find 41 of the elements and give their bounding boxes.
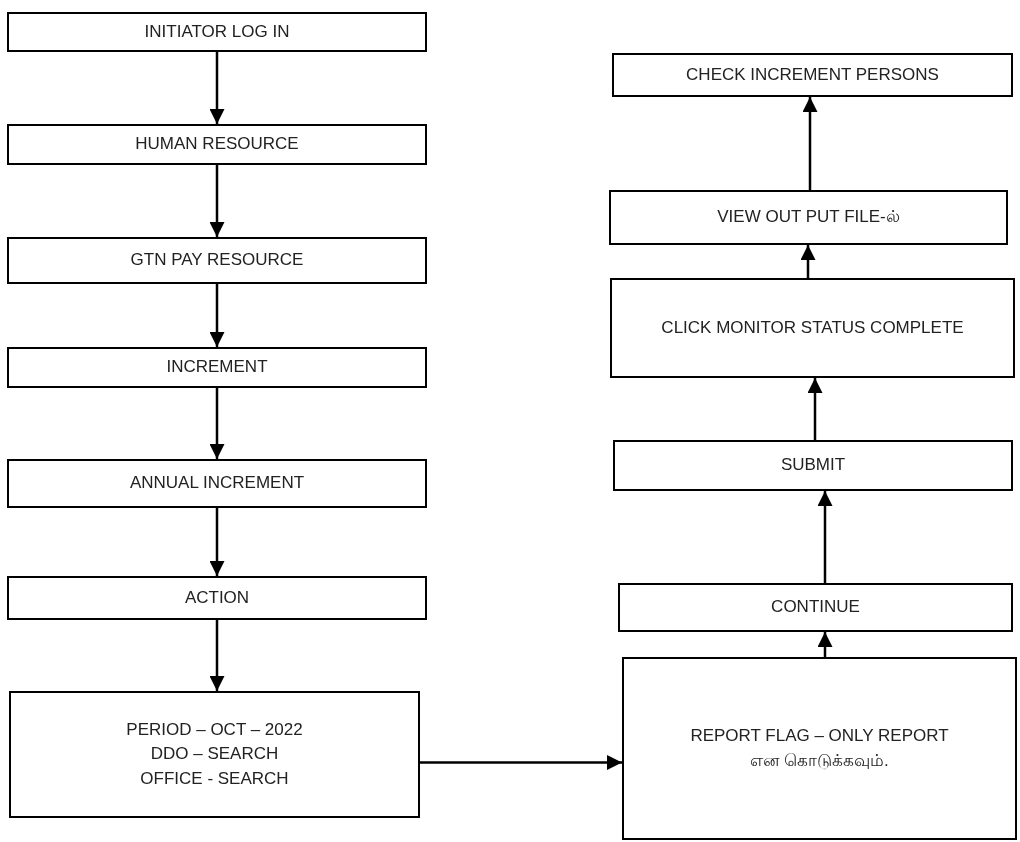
- box-label: ANNUAL INCREMENT: [129, 472, 305, 495]
- arrow: [420, 755, 622, 770]
- process-box: [612, 53, 1013, 97]
- arrow: [209, 620, 225, 691]
- box-label: என கொடுக்கவும்.: [750, 749, 889, 772]
- box-label: INITIATOR LOG IN: [144, 20, 290, 43]
- box-label: GTN PAY RESOURCE: [130, 249, 304, 272]
- process-box: [618, 583, 1013, 632]
- arrow: [802, 97, 818, 190]
- arrow: [209, 388, 225, 459]
- box-label: CHECK INCREMENT PERSONS: [686, 63, 939, 86]
- process-box: [7, 124, 427, 165]
- arrow: [209, 165, 225, 237]
- process-box: [9, 691, 420, 818]
- process-box: [609, 190, 1008, 245]
- box-label: PERIOD – OCT – 2022: [126, 718, 303, 741]
- arrow: [817, 491, 833, 583]
- arrow: [817, 632, 833, 657]
- box-label: CONTINUE: [771, 596, 860, 619]
- box-label: REPORT FLAG – ONLY REPORT: [690, 724, 949, 747]
- process-box: [610, 278, 1015, 378]
- process-box: [7, 459, 427, 508]
- process-box: [7, 237, 427, 284]
- process-box: [7, 576, 427, 620]
- process-box: [622, 657, 1017, 840]
- arrow: [800, 245, 816, 278]
- process-box: [7, 347, 427, 388]
- box-label: SUBMIT: [780, 454, 846, 477]
- process-box: [7, 12, 427, 52]
- box-label: HUMAN RESOURCE: [135, 133, 299, 156]
- box-label: DDO – SEARCH: [150, 743, 279, 766]
- box-label: CLICK MONITOR STATUS COMPLETE: [661, 316, 964, 339]
- arrow: [209, 284, 225, 347]
- arrow: [209, 52, 225, 124]
- box-label: ACTION: [184, 586, 250, 609]
- process-box: [613, 440, 1013, 491]
- box-label: VIEW OUT PUT FILE-ல்: [717, 206, 900, 229]
- arrow: [209, 508, 225, 576]
- arrow: [807, 378, 823, 440]
- box-label: INCREMENT: [166, 356, 268, 379]
- box-label: OFFICE - SEARCH: [140, 767, 289, 790]
